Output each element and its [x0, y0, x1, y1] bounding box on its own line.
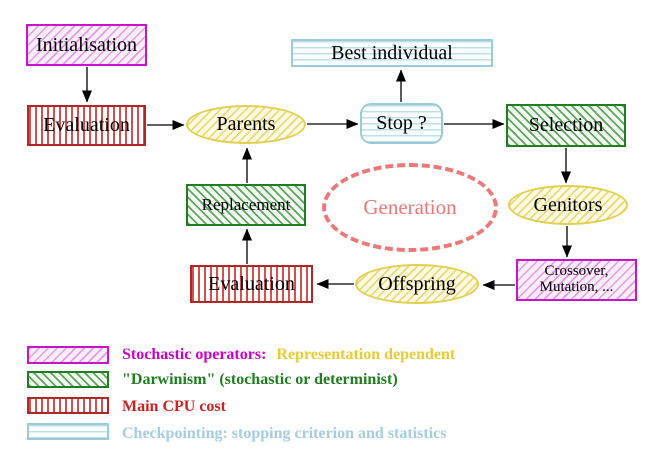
node-replacement-label: Replacement [201, 195, 291, 215]
node-stop: Stop ? [360, 103, 443, 144]
legend-label-checkpointing: Checkpointing: stopping criterion and st… [122, 425, 447, 442]
legend-label-darwinism: "Darwinism" (stochastic or determinist) [122, 371, 398, 388]
node-crossover-mutation: Crossover, Mutation, ... [516, 259, 637, 301]
node-evaluation-top-label: Evaluation [43, 114, 130, 136]
legend-label-stochastic-operators: Stochastic operators: [122, 346, 267, 363]
node-stop-label: Stop ? [376, 112, 427, 134]
node-evaluation-bottom: Evaluation [190, 265, 313, 303]
node-crossover-label: Crossover, [544, 263, 609, 280]
node-parents-label: Parents [216, 113, 276, 135]
generation-label: Generation [363, 195, 457, 219]
node-selection-label: Selection [528, 114, 604, 136]
node-offspring: Offspring [355, 264, 479, 304]
node-initialisation-label: Initialisation [35, 33, 138, 56]
node-mutation-label: Mutation, ... [539, 279, 614, 295]
legend-swatch-red-vertical-stripes-icon [27, 397, 109, 414]
node-genitors: Genitors [508, 185, 628, 225]
node-offspring-label: Offspring [378, 272, 456, 295]
node-initialisation: Initialisation [26, 24, 147, 66]
legend-swatch-green-diagonal-hatch-icon [27, 371, 109, 388]
node-evaluation-top: Evaluation [27, 105, 146, 146]
legend-item-stochastic-operators: Stochastic operators: Representation depe… [122, 345, 455, 365]
legend-swatch-cyan-horizontal-stripes-icon [27, 423, 109, 440]
legend-label-main-cpu-cost: Main CPU cost [122, 398, 226, 415]
node-genitors-label: Genitors [533, 193, 603, 216]
node-selection: Selection [506, 104, 626, 147]
legend-swatch-magenta-diagonal-hatch-icon [27, 346, 109, 364]
legend-label-representation-dependent: Representation dependent [276, 346, 456, 363]
node-best-individual: Best individual [291, 39, 493, 67]
node-parents: Parents [186, 105, 306, 144]
node-evaluation-bottom-label: Evaluation [208, 272, 295, 295]
node-replacement: Replacement [186, 184, 306, 226]
generation-dashed-ellipse: Generation [322, 163, 498, 252]
node-best-individual-label: Best individual [331, 41, 453, 64]
